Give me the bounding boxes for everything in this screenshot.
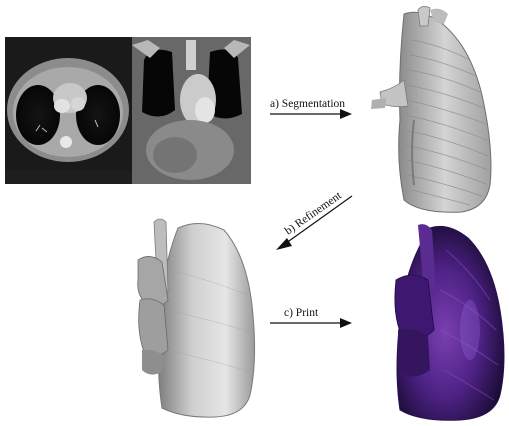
step-label-segmentation: a) Segmentation bbox=[270, 98, 345, 110]
ct-coronal-slice-image bbox=[132, 37, 251, 184]
ct-axial-slice-image bbox=[5, 37, 132, 184]
arrow-refinement bbox=[276, 196, 352, 250]
arrow-print bbox=[270, 318, 352, 328]
raw-segmented-lung-model bbox=[371, 6, 491, 212]
step-label-refinement: b) Refinement bbox=[283, 189, 345, 237]
arrow-segmentation bbox=[270, 109, 352, 119]
refined-smooth-lung-model bbox=[138, 219, 255, 417]
3d-printed-lung-model bbox=[395, 224, 504, 420]
step-label-print: c) Print bbox=[284, 307, 319, 319]
